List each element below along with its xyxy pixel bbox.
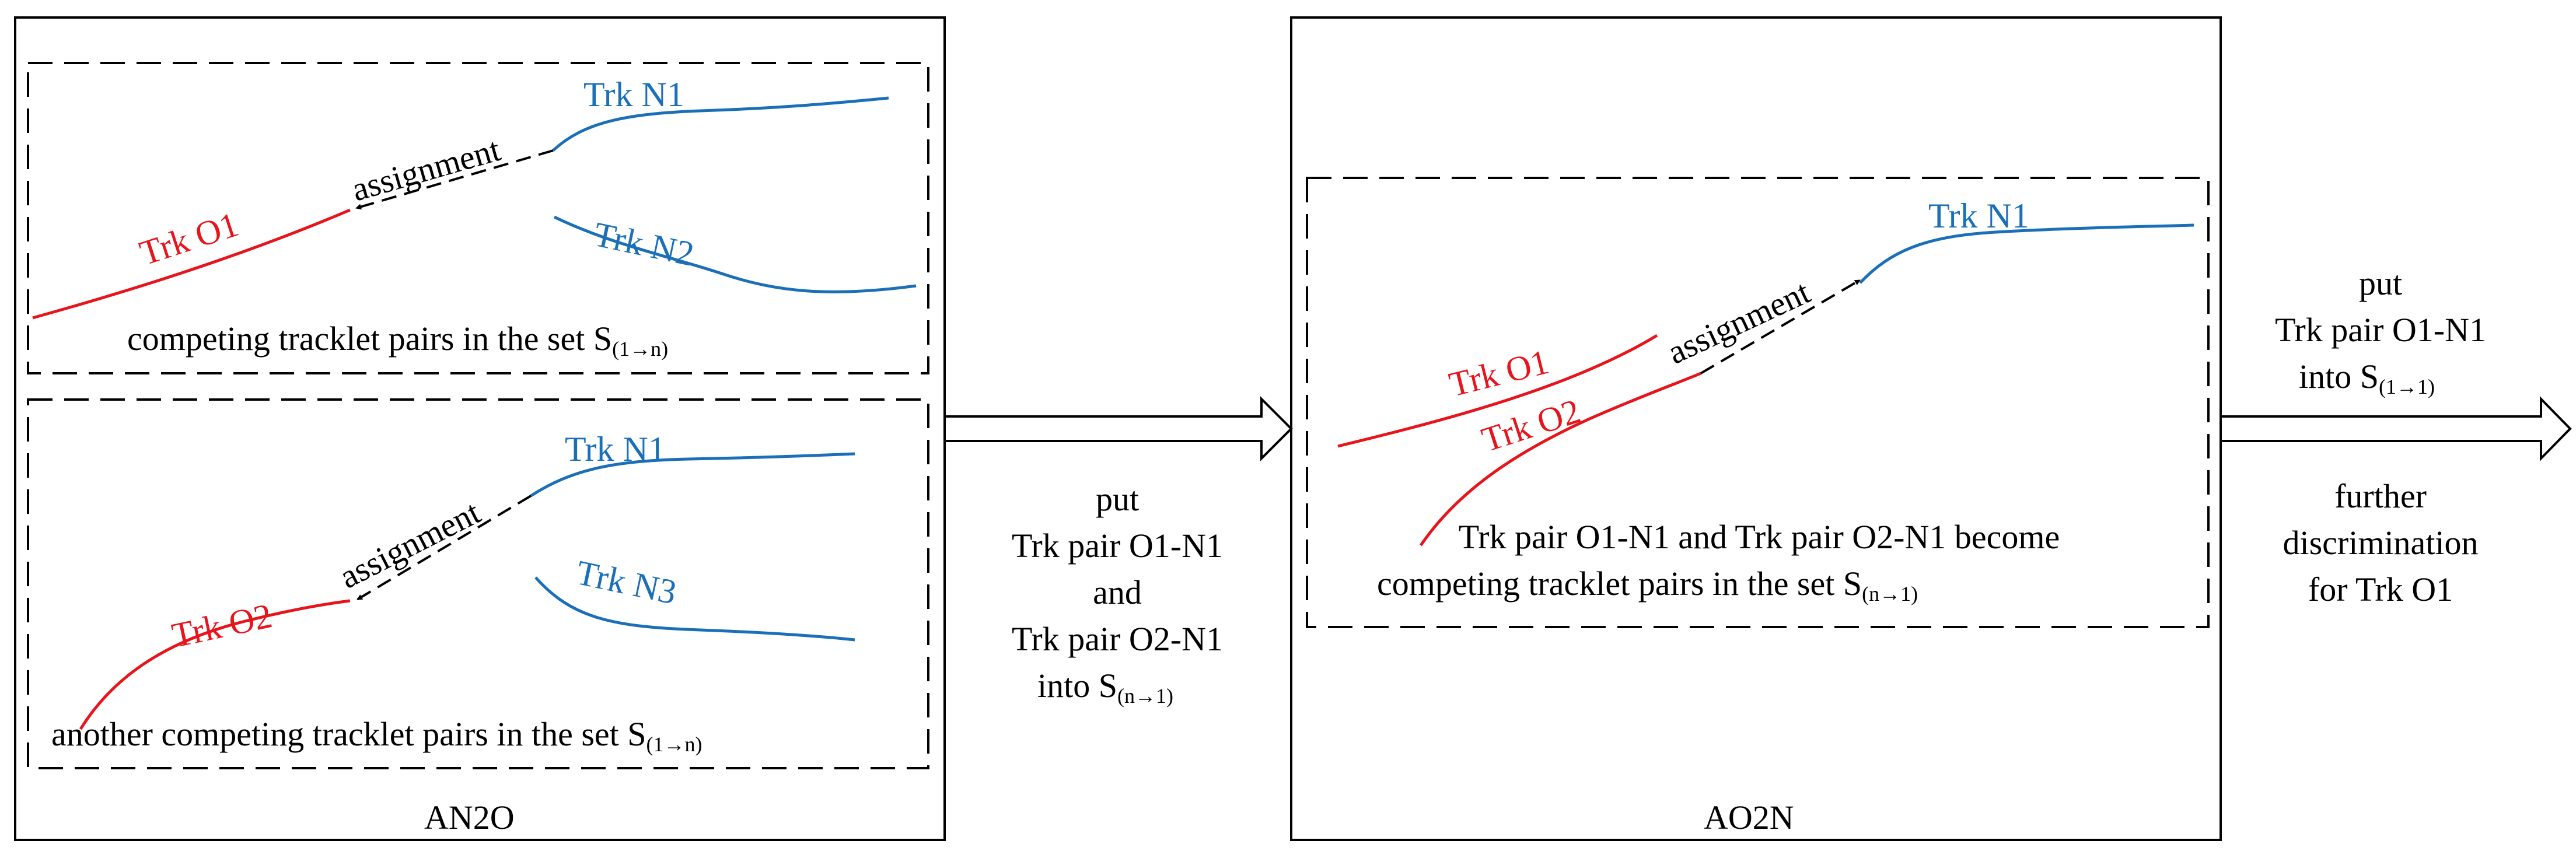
- trk-n2-label: Trk N2: [590, 215, 697, 273]
- assignment-label-bottom: assignment: [333, 493, 486, 596]
- top-group-caption: competing tracklet pairs in the set S(1→…: [127, 320, 668, 360]
- ao2n-trk-n1-label: Trk N1: [1928, 197, 2029, 235]
- trk-n1-label-bottom: Trk N1: [565, 430, 666, 468]
- trk-n1-curve-top: [552, 96, 889, 152]
- right-for-trk-o1: for Trk O1: [2308, 570, 2453, 608]
- bottom-competing-group: [27, 398, 929, 769]
- middle-put: put: [1096, 480, 1139, 518]
- an2o-caption: AN2O: [424, 799, 515, 836]
- trk-n1-curve-bottom: [530, 452, 855, 498]
- right-discrimination: discrimination: [2283, 524, 2478, 562]
- ao2n-trk-n1-curve: [1859, 223, 2194, 284]
- assignment-label-top: assignment: [348, 130, 505, 208]
- trk-n3-curve: [534, 576, 855, 642]
- ao2n-trk-o2-curve: [1419, 372, 1701, 547]
- ao2n-assignment-arrow: [1700, 279, 1861, 374]
- trk-n3-label: Trk N3: [573, 553, 680, 611]
- ao2n-trk-o1-curve: [1337, 334, 1658, 448]
- ao2n-group-text-line2: competing tracklet pairs in the set S(n→…: [1377, 565, 1918, 605]
- ao2n-competing-group: [1306, 177, 2210, 628]
- trk-o1-label-top: Trk O1: [135, 205, 243, 272]
- right-pair-o1-n1: Trk pair O1-N1: [2275, 311, 2486, 349]
- ao2n-group-text-line1: Trk pair O1-N1 and Trk pair O2-N1 become: [1459, 518, 2060, 556]
- right-hollow-arrow: [2220, 396, 2572, 461]
- assignment-arrow-top: [355, 149, 554, 210]
- middle-pair-o2-n1: Trk pair O2-N1: [1012, 620, 1223, 658]
- trk-n1-label-top: Trk N1: [583, 75, 684, 114]
- middle-hollow-arrow: [943, 396, 1293, 461]
- right-further: further: [2334, 477, 2427, 515]
- trk-o2-curve: [79, 599, 351, 730]
- bottom-group-caption: another competing tracklet pairs in the …: [51, 715, 702, 756]
- middle-and: and: [1093, 573, 1142, 611]
- trk-o1-curve-top: [32, 208, 351, 320]
- trk-n2-curve: [553, 215, 917, 293]
- ao2n-trk-o1-label: Trk O1: [1445, 342, 1553, 404]
- ao2n-assignment-label: assignment: [1662, 273, 1816, 372]
- top-competing-group: [27, 62, 929, 374]
- middle-into-set: into S(n→1): [1037, 667, 1173, 708]
- assignment-arrow-bottom: [356, 495, 532, 601]
- right-into-set: into S(1→1): [2299, 358, 2435, 398]
- middle-pair-o1-n1: Trk pair O1-N1: [1012, 527, 1223, 565]
- ao2n-caption: AO2N: [1704, 799, 1794, 836]
- right-put: put: [2359, 264, 2402, 302]
- ao2n-panel: [1290, 16, 2222, 841]
- trk-o2-label-bottom: Trk O2: [169, 596, 275, 654]
